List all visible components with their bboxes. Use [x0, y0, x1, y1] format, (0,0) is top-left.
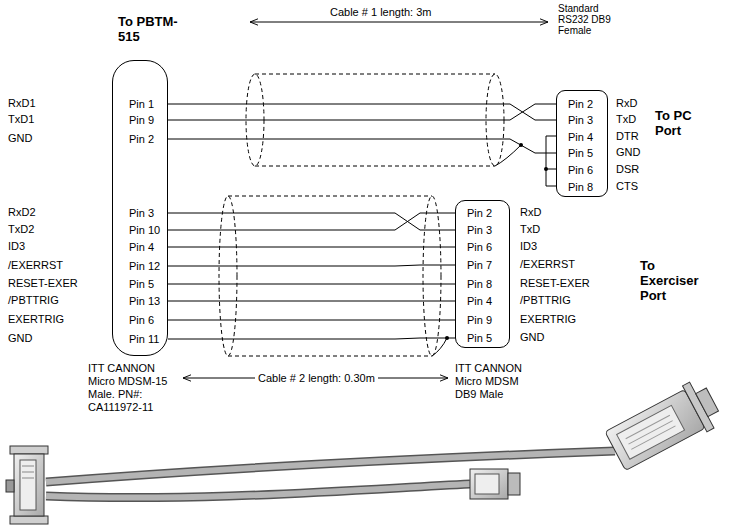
- signal-name: EXERTRIG: [520, 312, 576, 326]
- signal-name: RESET-EXER: [8, 276, 78, 290]
- pin-number: Pin 6: [467, 240, 492, 254]
- pin-number: Pin 5: [129, 277, 154, 291]
- pin-number: Pin 6: [129, 313, 154, 327]
- pin-number: Pin 2: [467, 206, 492, 220]
- pin-number: Pin 10: [129, 223, 160, 237]
- signal-name: TxD: [520, 222, 540, 236]
- connector-shell: Pin 1 Pin 9 Pin 2 Pin 3 Pin 10 Pin 4 Pin 12 Pin…: [112, 60, 168, 356]
- dimension-label: Cable # 1 length: 3m: [330, 5, 432, 19]
- signal-name: /EXERRST: [8, 258, 63, 272]
- signal-name: GND: [8, 131, 32, 145]
- wire: [168, 139, 556, 153]
- signal-name: RxD: [520, 205, 541, 219]
- wire: [168, 338, 455, 339]
- signal-name: TxD: [616, 112, 636, 126]
- pin-number: Pin 2: [568, 97, 593, 111]
- pin-number: Pin 8: [467, 277, 492, 291]
- part-number-note: ITT CANNON Micro MDSM-15 Male. PN#: CA11…: [88, 362, 180, 414]
- signal-name: CTS: [616, 179, 638, 193]
- pin-number: Pin 2: [129, 132, 154, 146]
- junction-dot: [544, 167, 548, 171]
- signal-name: EXERTRIG: [8, 312, 64, 326]
- pin-number: Pin 11: [129, 332, 159, 346]
- wire: [168, 320, 455, 321]
- pin-number: Pin 7: [467, 258, 492, 272]
- dimension-arrow: [250, 22, 548, 23]
- part-number-note: ITT CANNON Micro MDSM DB9 Male: [455, 362, 531, 401]
- pin-number: Pin 5: [568, 146, 593, 160]
- pin-number: Pin 4: [467, 294, 492, 308]
- signal-name: GND: [8, 331, 32, 345]
- signal-name: /PBTTRIG: [520, 293, 571, 307]
- loopback-jumper: [546, 136, 556, 186]
- connector-heading: To PBTM-515: [118, 14, 192, 44]
- signal-name: ID3: [8, 239, 25, 253]
- signal-name: TxD1: [8, 112, 34, 126]
- signal-name: GND: [616, 145, 640, 159]
- pin-number: Pin 9: [467, 313, 492, 327]
- wire: [168, 104, 556, 120]
- wire: [168, 265, 455, 266]
- signal-name: RxD: [616, 96, 637, 110]
- connector-shell: Pin 2 Pin 3 Pin 4 Pin 5 Pin 6 Pin 8: [556, 90, 608, 197]
- wire: [168, 213, 455, 230]
- pin-number: Pin 3: [129, 206, 154, 220]
- signal-name: DSR: [616, 162, 639, 176]
- port-heading: To Exerciser Port: [640, 258, 712, 303]
- signal-name: RESET-EXER: [520, 276, 590, 290]
- pin-number: Pin 5: [467, 331, 492, 345]
- signal-name: RxD2: [8, 205, 36, 219]
- pin-number: Pin 9: [129, 113, 154, 127]
- wire: [168, 104, 556, 120]
- wire: [168, 247, 455, 248]
- pin-number: Pin 12: [129, 259, 160, 273]
- port-heading: To PC Port: [655, 108, 707, 138]
- pin-number: Pin 13: [129, 294, 160, 308]
- wire: [168, 284, 455, 285]
- dimension-label: Cable # 2 length: 0.30m: [255, 371, 378, 385]
- pin-number: Pin 4: [129, 240, 154, 254]
- signal-name: TxD2: [8, 222, 34, 236]
- signal-name: ID3: [520, 239, 537, 253]
- wire: [168, 213, 455, 230]
- pin-number: Pin 8: [568, 180, 593, 194]
- wire: [168, 301, 455, 302]
- pin-number: Pin 1: [129, 97, 154, 111]
- connector-shell: Pin 2 Pin 3 Pin 6 Pin 7 Pin 8 Pin 4 Pin 9 Pin 5: [455, 200, 510, 348]
- pin-number: Pin 4: [568, 130, 593, 144]
- pin-number: Pin 3: [467, 223, 492, 237]
- signal-name: RxD1: [8, 96, 36, 110]
- signal-name: GND: [520, 330, 544, 344]
- pin-number: Pin 3: [568, 113, 593, 127]
- signal-name: /EXERRST: [520, 257, 575, 271]
- shield-drain: [432, 145, 521, 356]
- signal-name: /PBTTRIG: [8, 293, 59, 307]
- pin-number: Pin 6: [568, 163, 593, 177]
- signal-name: DTR: [616, 129, 639, 143]
- connector-note: Standard RS232 DB9 Female: [558, 3, 618, 36]
